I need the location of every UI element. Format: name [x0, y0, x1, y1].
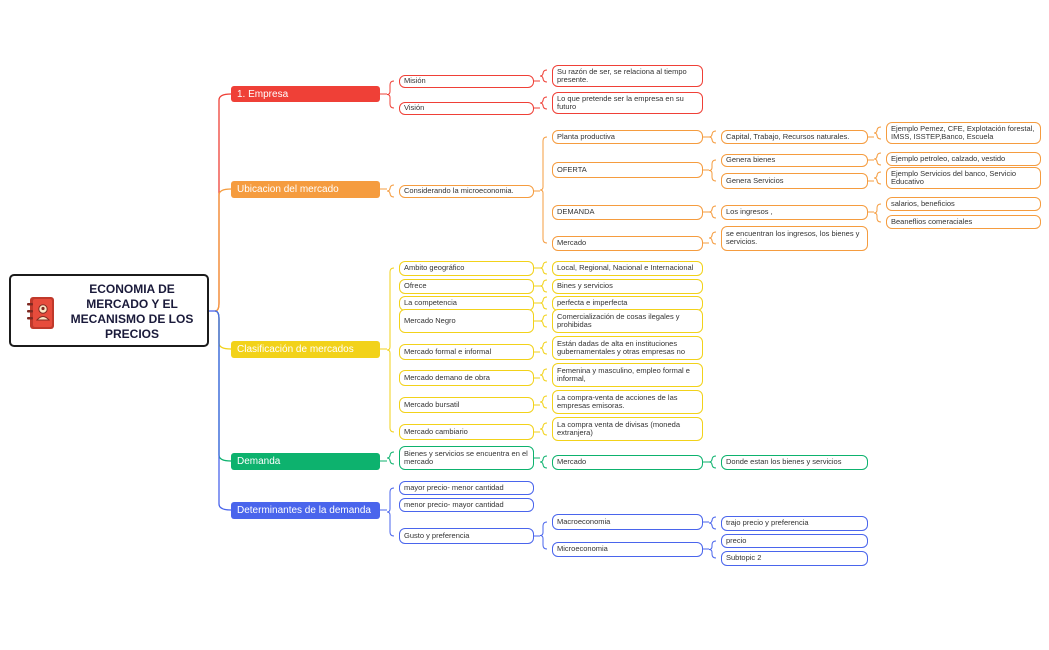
topic-mercado-cambiario[interactable]: Mercado cambiario	[399, 424, 534, 440]
connector-line	[708, 159, 717, 182]
connector-line	[214, 310, 232, 511]
topic-los-ingresos[interactable]: Los ingresos ,	[721, 204, 868, 220]
topic-planta-productiva[interactable]: Planta productiva	[552, 130, 703, 144]
connector-line	[708, 130, 717, 144]
topic-mayor-precio-menor-cantidad[interactable]: mayor precio- menor cantidad	[399, 481, 534, 495]
topic-trajo-precio-y-preferencia[interactable]: trajo precio y preferencia	[721, 515, 868, 531]
topic-ejemplo-pemez-cfe-explotacion-forestal-i[interactable]: Ejemplo Pemez, CFE, Explotación forestal…	[886, 122, 1041, 144]
connector-line	[386, 267, 395, 433]
topic-menor-precio-mayor-cantidad[interactable]: menor precio- mayor cantidad	[399, 498, 534, 512]
connector-line	[539, 422, 548, 436]
topic-local-regional-nacional-e-internacional[interactable]: Local, Regional, Nacional e Internaciona…	[552, 260, 703, 276]
topic-mision[interactable]: Misión	[399, 74, 534, 88]
topic-gusto-y-preferencia[interactable]: Gusto y preferencia	[399, 528, 534, 544]
topic-precio[interactable]: precio	[721, 534, 868, 548]
branch-ubicacion[interactable]: Ubicacion del mercado	[231, 180, 380, 198]
connector-line	[386, 80, 395, 109]
central-topic[interactable]: ECONOMIA DE MERCADO Y EL MECANISMO DE LO…	[9, 274, 209, 347]
connector-line	[214, 310, 232, 350]
connector-line	[873, 152, 882, 166]
topic-ofrece[interactable]: Ofrece	[399, 278, 534, 294]
topic-lo-que-pretende-ser-la-empresa-en-su-fut[interactable]: Lo que pretende ser la empresa en su fut…	[552, 92, 703, 114]
connector-line	[539, 455, 548, 469]
connector-line	[386, 487, 395, 537]
branch-empresa[interactable]: 1. Empresa	[231, 86, 380, 102]
topic-bines-y-servicios[interactable]: Bines y servicios	[552, 278, 703, 294]
topic-estan-dadas-de-alta-en-instituciones-gub[interactable]: Están dadas de alta en instituciones gub…	[552, 336, 703, 360]
connector-line	[386, 451, 395, 465]
topic-genera-bienes[interactable]: Genera bienes	[721, 153, 868, 167]
topic-se-encuentran-los-ingresos-los-bienes-y-[interactable]: se encuentran los ingresos, los bienes y…	[721, 225, 868, 251]
topic-vision[interactable]: Visión	[399, 101, 534, 115]
topic-su-razon-de-ser-se-relaciona-al-tiempo-p[interactable]: Su razón de ser, se relaciona al tiempo …	[552, 65, 703, 87]
connector-line	[708, 540, 717, 559]
connector-line	[214, 93, 232, 312]
connector-line	[539, 279, 548, 293]
topic-mercado-negro[interactable]: Mercado Negro	[399, 309, 534, 333]
connector-line	[708, 205, 717, 219]
topic-demanda[interactable]: DEMANDA	[552, 204, 703, 220]
branch-clasificacion[interactable]: Clasificación de mercados	[231, 340, 380, 358]
topic-mercado-bursatil[interactable]: Mercado bursatil	[399, 397, 534, 413]
topic-ambito-geografico[interactable]: Ambito geográfico	[399, 260, 534, 276]
topic-la-compra-venta-de-acciones-de-las-empre[interactable]: La compra-venta de acciones de las empre…	[552, 390, 703, 414]
connector-line	[539, 395, 548, 409]
topic-beaneflios-comeraciales[interactable]: Beaneflios comeraciales	[886, 215, 1041, 229]
central-title: ECONOMIA DE MERCADO Y EL MECANISMO DE LO…	[70, 282, 194, 341]
topic-microeconomia[interactable]: Microeconomia	[552, 541, 703, 557]
connector-line	[708, 516, 717, 530]
topic-la-compra-venta-de-divisas-moneda-extran[interactable]: La compra venta de divisas (moneda extra…	[552, 417, 703, 441]
topic-mercado[interactable]: Mercado	[552, 235, 703, 251]
connector-line	[873, 203, 882, 223]
connector-line	[539, 136, 548, 244]
connector-line	[539, 296, 548, 310]
connector-line	[708, 455, 717, 469]
topic-considerando-la-microeconomia[interactable]: Considerando la microeconomia.	[399, 184, 534, 198]
connector-line	[214, 188, 232, 312]
topic-mercado-demano-de-obra[interactable]: Mercado demano de obra	[399, 370, 534, 386]
topic-capital-trabajo-recursos-naturales[interactable]: Capital, Trabajo, Recursos naturales.	[721, 130, 868, 144]
connector-line	[539, 69, 548, 83]
notebook-icon	[27, 297, 54, 329]
connector-line	[539, 521, 548, 550]
topic-comercializacion-de-cosas-ilegales-y-pro[interactable]: Comercialización de cosas ilegales y pro…	[552, 309, 703, 333]
connector-line	[539, 96, 548, 110]
topic-femenina-y-masculino-empleo-formal-e-inf[interactable]: Femenina y masculino, empleo formal e in…	[552, 363, 703, 387]
topic-ejemplo-servicios-del-banco-servicio-edu[interactable]: Ejemplo Servicios del banco, Servicio Ed…	[886, 167, 1041, 189]
topic-genera-servicios[interactable]: Genera Servicios	[721, 173, 868, 189]
branch-determinantes[interactable]: Determinantes de la demanda	[231, 501, 380, 519]
topic-salarios-beneficios[interactable]: salarios, beneficios	[886, 197, 1041, 211]
connector-line	[873, 126, 882, 140]
connector-line	[539, 314, 548, 328]
topic-ejemplo-petroleo-calzado-vestido[interactable]: Ejemplo petroleo, calzado, vestido	[886, 152, 1041, 166]
connector-line	[539, 368, 548, 382]
connector-line	[539, 341, 548, 355]
connector-line	[214, 310, 232, 462]
topic-mercado[interactable]: Mercado	[552, 454, 703, 470]
branch-demanda[interactable]: Demanda	[231, 452, 380, 470]
topic-bienes-y-servicios-se-encuentra-en-el-me[interactable]: Bienes y servicios se encuentra en el me…	[399, 446, 534, 470]
topic-donde-estan-los-bienes-y-servicios[interactable]: Donde estan los bienes y servicios	[721, 454, 868, 470]
topic-subtopic-2[interactable]: Subtopic 2	[721, 550, 868, 566]
connector-line	[539, 261, 548, 275]
topic-macroeconomia[interactable]: Macroeconomia	[552, 514, 703, 530]
topic-oferta[interactable]: OFERTA	[552, 162, 703, 178]
connector-line	[873, 171, 882, 185]
connector-line	[708, 231, 717, 245]
connector-line	[386, 184, 395, 198]
topic-mercado-formal-e-informal[interactable]: Mercado formal e informal	[399, 344, 534, 360]
